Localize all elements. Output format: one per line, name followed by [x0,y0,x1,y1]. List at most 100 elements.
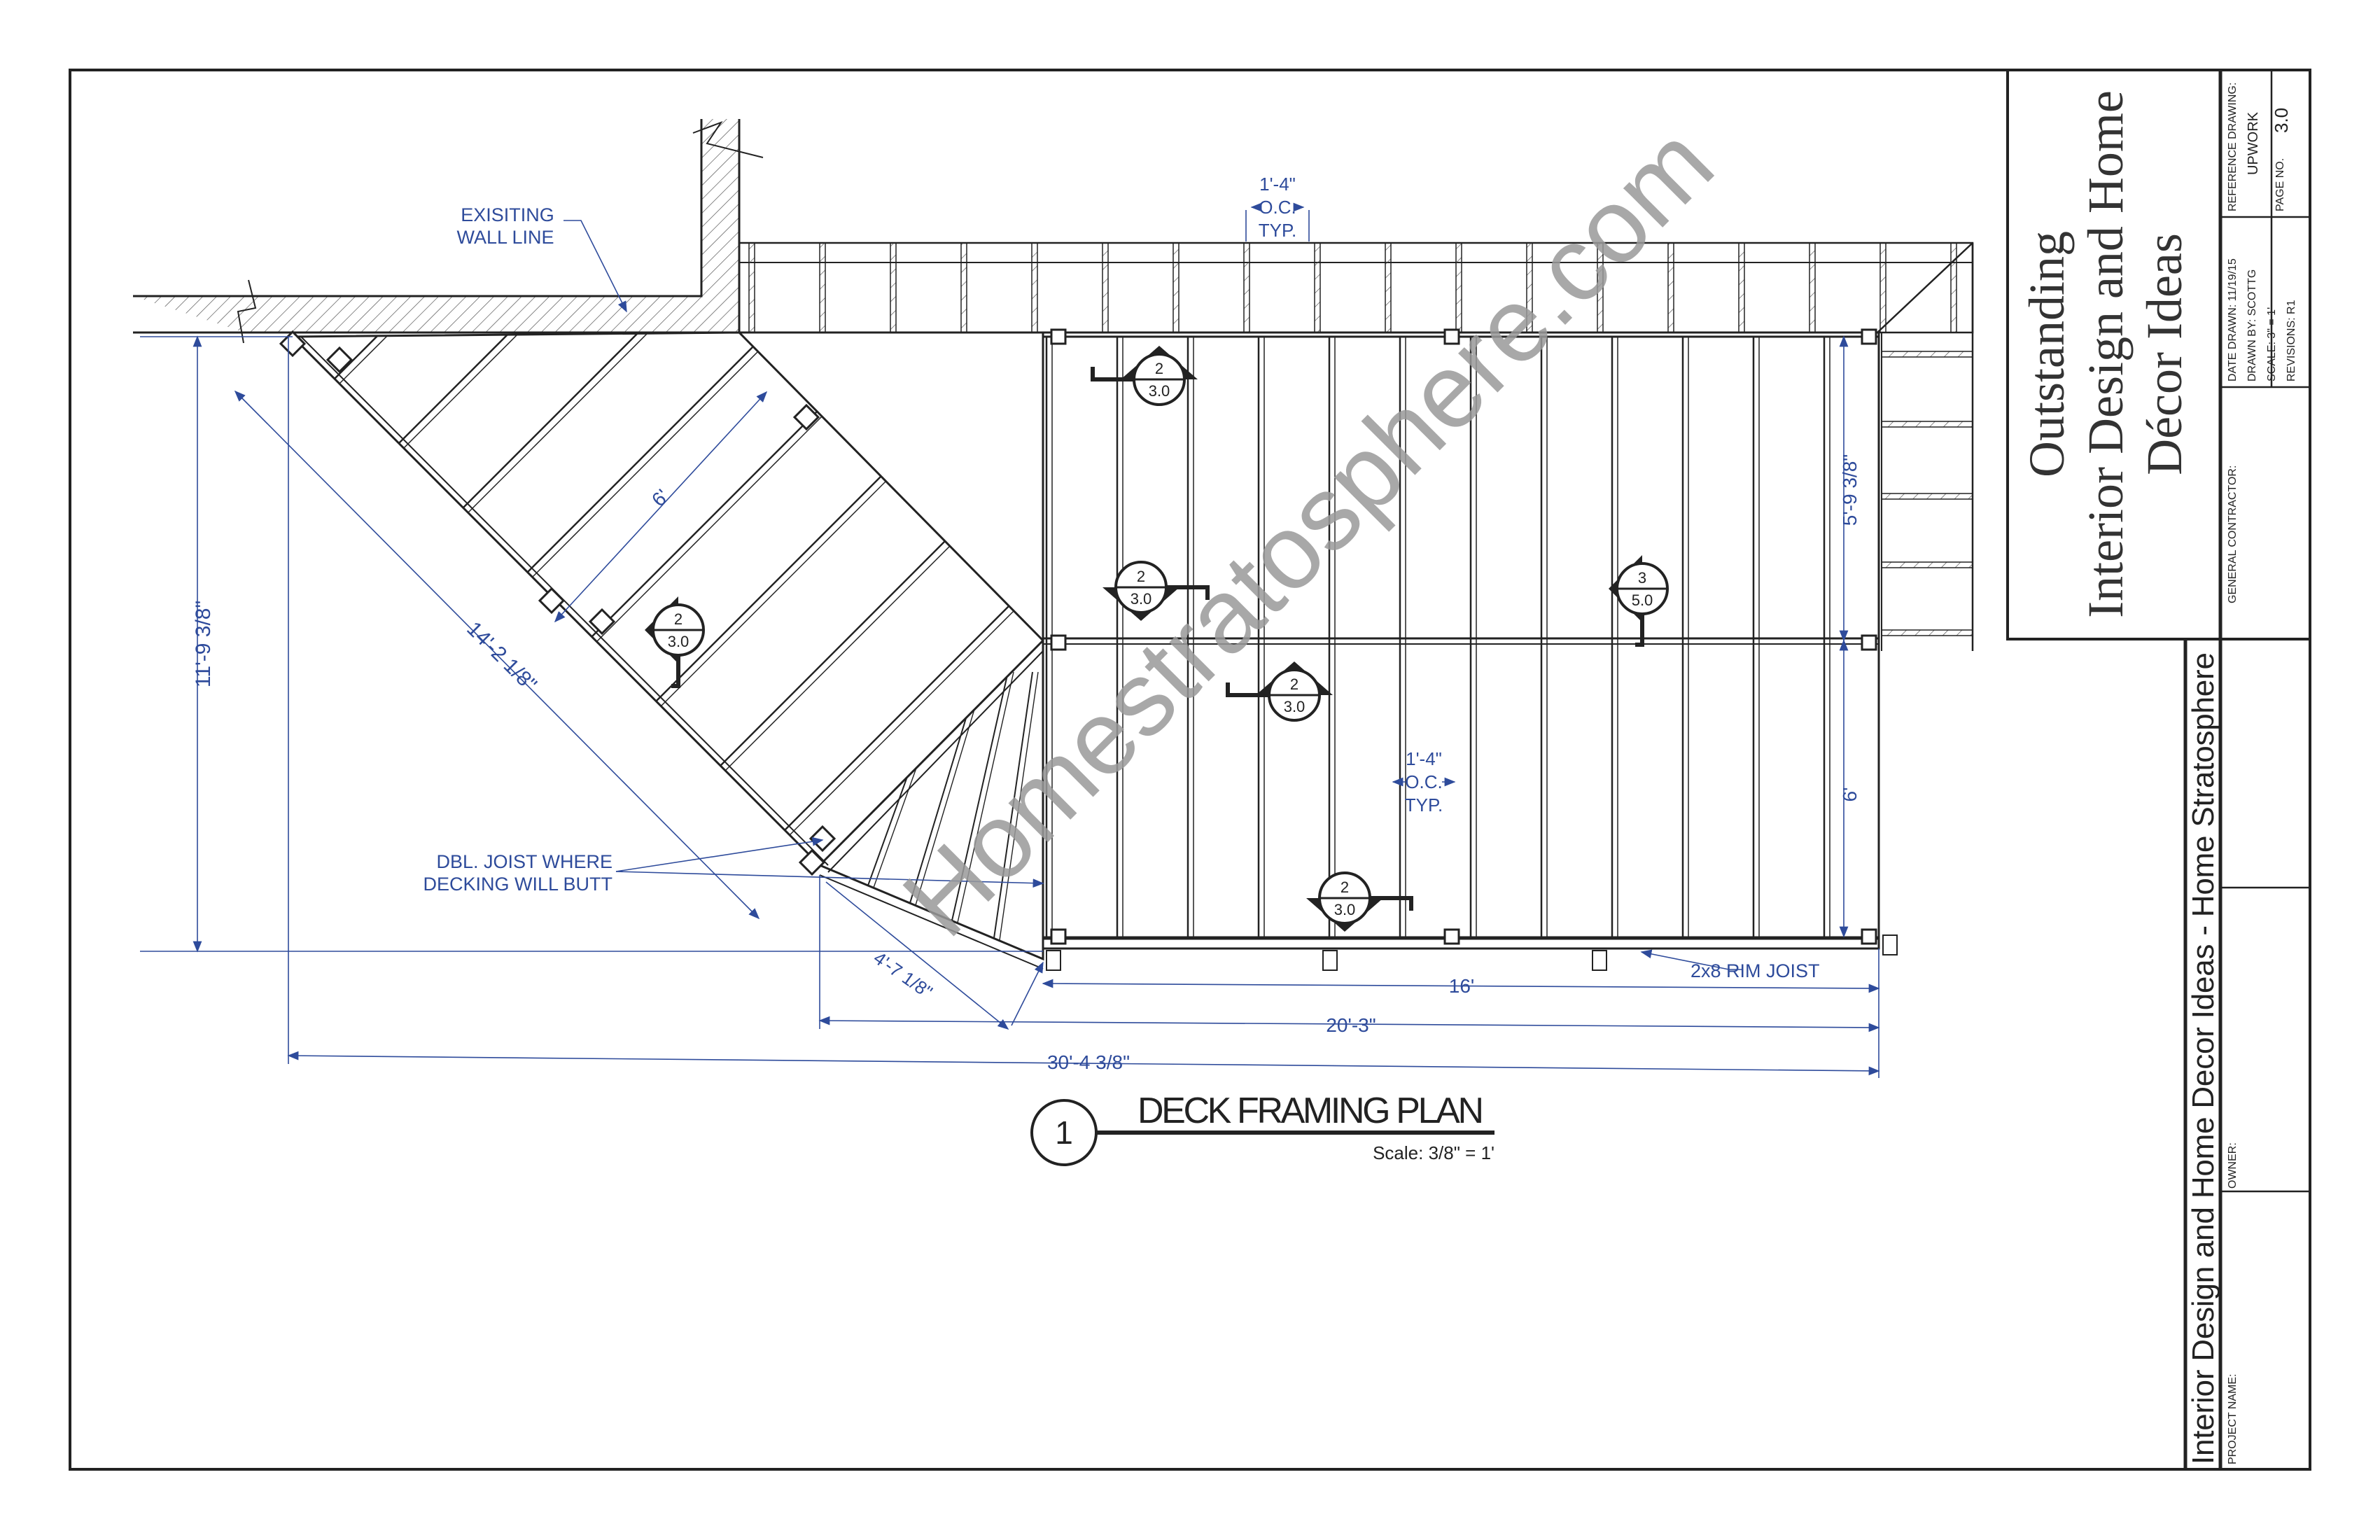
main-deck-framing [1042,331,1880,950]
note-oc-mid: O.C. [1405,771,1442,792]
general-contractor-label: GENERAL CONTRACTOR: [2227,465,2239,603]
scale-info: SCALE: 3" = 1' [2266,307,2278,382]
section-marker-top: 2 [1290,676,1298,693]
note-oc-top: 1'-4" [1259,174,1296,195]
project-title: Décor Ideas [2136,233,2192,475]
drawing-title-text: DECK FRAMING PLAN [1138,1091,1484,1131]
reference-drawing: UPWORK [2246,111,2261,175]
section-marker-top: 2 [1137,568,1145,585]
stair-tread [1881,561,1973,568]
dim-diagonal-width: 6' [648,485,673,511]
diagonal-joist [398,332,890,444]
page-no-label: PAGE NO. [2274,158,2286,211]
right-stair [1877,242,1974,651]
post [798,848,826,876]
project-strip: Interior Design and Home Decor Ideas - H… [2186,652,2220,1464]
dim-diagonal-length: 14'-2 1/8" [462,617,541,696]
section-marker-bottom: 3.0 [668,633,690,650]
project-name-label: PROJECT NAME: [2227,1374,2239,1465]
post [326,346,354,374]
dim-mid-width: 20'-3" [1326,1014,1376,1036]
fan-joist [951,671,1009,921]
sheet-border [69,69,2311,1471]
footing [1046,950,1061,971]
stair-tread [1881,629,1973,636]
footing [1882,934,1898,955]
baluster [1950,242,1957,333]
note-rim-joist: 2x8 RIM JOIST [1690,960,1820,981]
section-marker: 23.0 [1226,662,1333,722]
stair-tread [1881,421,1973,428]
note-oc-mid: 1'-4" [1406,748,1442,769]
drawing-scale: Scale: 3/8" = 1' [1373,1142,1494,1163]
break-line-icon [692,120,764,158]
footing [1592,950,1607,971]
section-cut-line [1226,682,1269,697]
section-marker-top: 2 [1155,360,1163,377]
post [808,825,836,853]
post [1443,928,1460,945]
dim-lower-bay: 6' [1839,788,1861,802]
section-marker-bottom: 3.0 [1149,382,1170,400]
section-cut-line [1091,367,1134,382]
footing [1322,950,1338,971]
note-oc-top: O.C. [1259,197,1296,218]
section-cut-line [1370,896,1413,911]
baluster [1102,242,1109,333]
baluster [1667,242,1674,333]
project-title: Outstanding [2019,231,2075,477]
diagonal-deck-framing [290,331,1044,969]
stair-tread [1881,351,1973,358]
section-cut-line [1635,614,1644,647]
drawing-title: 1 DECK FRAMING PLAN Scale: 3/8" = 1' [1030,1091,1494,1166]
title-block [2006,69,2311,1469]
existing-wall [133,119,1043,344]
fan-joist [915,671,986,906]
baluster [1809,242,1816,333]
section-marker-bottom: 3.0 [1130,590,1152,608]
fan-joist [993,671,1033,939]
note-wall-line: EXISITING [461,204,554,225]
date-drawn: DATE DRAWN: 11/19/15 [2227,258,2239,382]
owner-label: OWNER: [2227,1142,2239,1189]
drawn-by: DRAWN BY: SCOTTG [2246,270,2258,382]
post [1443,328,1460,345]
note-dbl-joist: DBL. JOIST WHERE [436,851,612,872]
section-marker: 35.0 [1609,555,1669,647]
fan-joist [999,671,1039,941]
dimension-lines [140,202,1880,1078]
dim-upper-bay: 5'-9 3/8" [1839,454,1861,526]
post [1861,328,1877,345]
stair-tread [1881,493,1973,500]
note-wall-line: WALL LINE [456,227,554,248]
section-marker-bottom: 3.0 [1284,698,1306,715]
baluster [1314,242,1321,333]
section-marker: 23.0 [1102,561,1210,621]
baluster [1738,242,1745,333]
section-marker-bottom: 5.0 [1632,592,1653,609]
dim-overall-width: 30'-4 3/8" [1047,1051,1130,1073]
diagonal-joist [596,332,1043,642]
title-block-text: Outstanding Interior Design and Home Déc… [2019,83,2297,1464]
note-dbl-joist: DECKING WILL BUTT [423,874,612,895]
project-title: Interior Design and Home [2078,90,2134,618]
note-oc-top: TYP. [1259,220,1296,241]
top-railing [738,241,1974,334]
baluster [890,242,897,333]
baluster [1879,242,1886,333]
post [279,330,307,358]
post [1050,328,1067,345]
page-no: 3.0 [2271,108,2292,133]
baluster [1172,242,1180,333]
baluster [1243,242,1250,333]
section-markers: 23.023.023.023.023.035.0 [645,346,1669,932]
reference-drawing-label: REFERENCE DRAWING: [2227,83,2239,211]
section-marker-bottom: 3.0 [1334,901,1356,918]
baluster [960,242,967,333]
section-marker: 23.0 [645,596,705,688]
baluster [819,242,826,333]
watermark: Homestratosphere.com [881,104,1735,958]
break-line-icon [237,279,257,344]
detail-number: 1 [1055,1114,1073,1151]
section-marker: 23.0 [1306,872,1413,932]
